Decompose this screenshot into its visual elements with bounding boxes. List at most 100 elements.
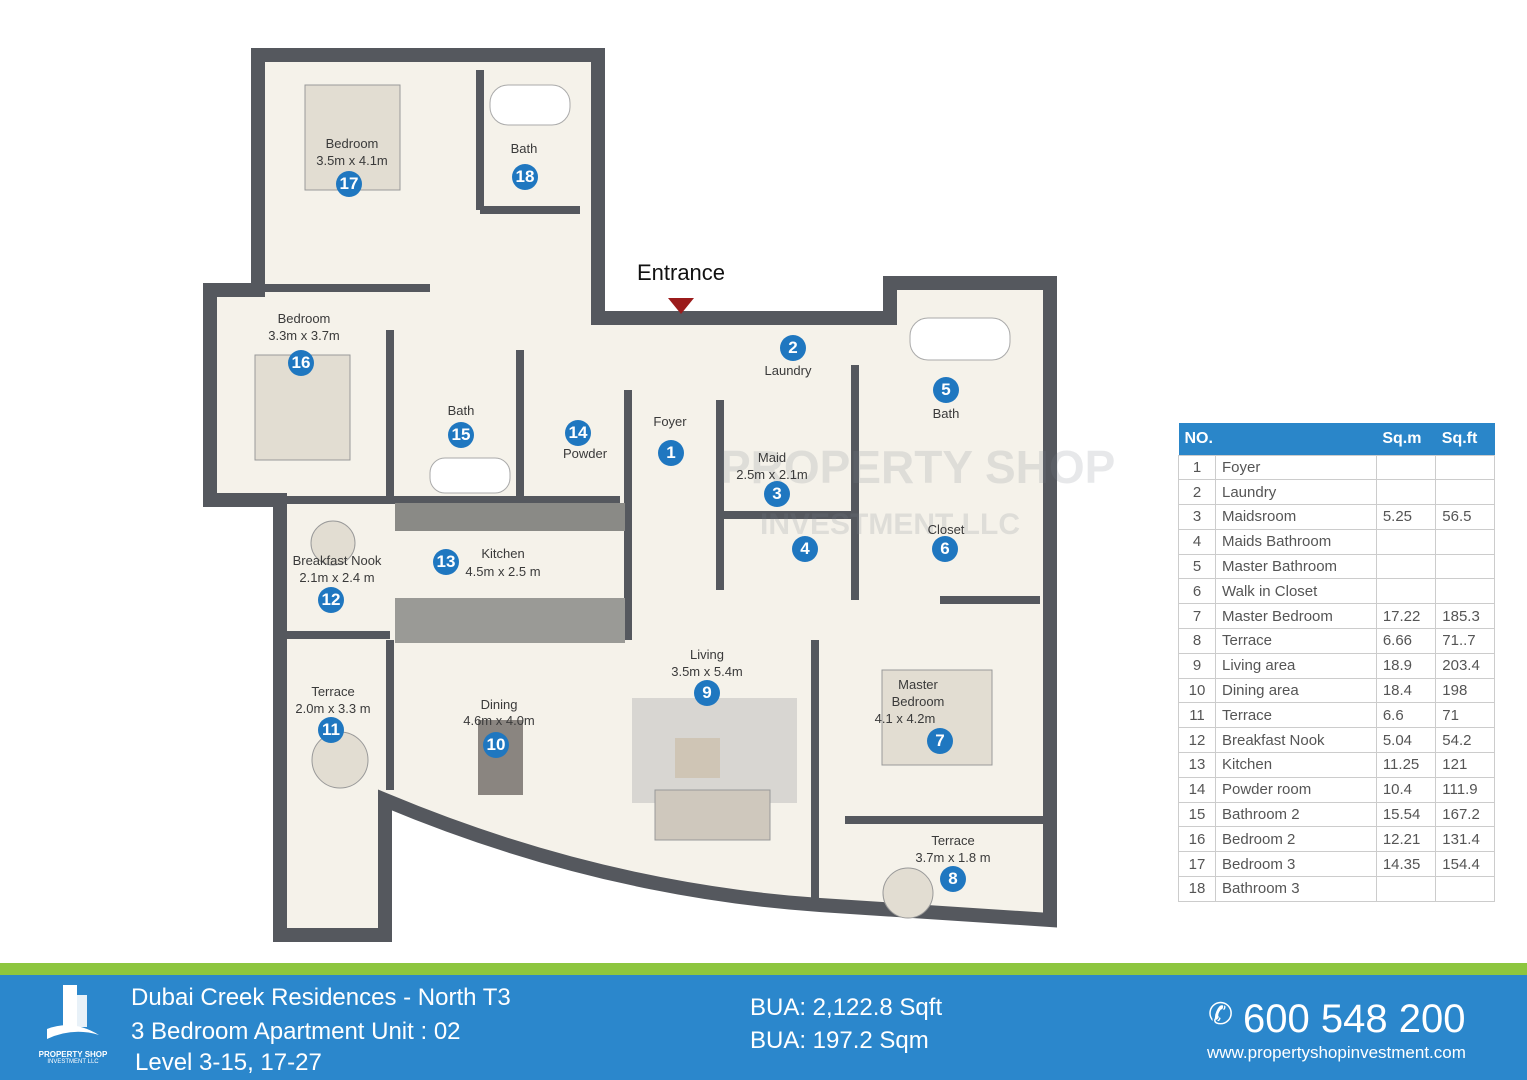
- room-marker: 4: [792, 536, 818, 562]
- row-number: 12: [1178, 727, 1216, 754]
- area-sqft: [1435, 578, 1495, 605]
- entrance-label: Entrance: [636, 260, 726, 285]
- row-number: 11: [1178, 702, 1216, 729]
- row-number: 3: [1178, 504, 1216, 530]
- area-sqm: 18.4: [1375, 677, 1437, 704]
- area-sqft: 131.4: [1435, 826, 1495, 853]
- phone-number[interactable]: 600 548 200: [1243, 997, 1466, 1041]
- phone-icon: ✆: [1208, 998, 1234, 1031]
- watermark-sub: INVESTMENT LLC: [760, 508, 1020, 541]
- area-sqm: 10.4: [1375, 776, 1437, 803]
- room-marker: 10: [483, 732, 509, 758]
- row-number: 2: [1178, 479, 1216, 506]
- area-sqft: 121: [1435, 752, 1495, 778]
- area-sqm: 12.21: [1375, 826, 1437, 853]
- entrance-arrow-icon: [668, 298, 694, 314]
- room-label: Closet: [927, 522, 965, 537]
- row-number: 16: [1178, 826, 1216, 853]
- row-number: 4: [1178, 528, 1216, 555]
- bua-sqm: BUA: 197.2 Sqm: [750, 1027, 929, 1054]
- area-sqft: [1435, 454, 1495, 481]
- row-number: 15: [1178, 801, 1216, 828]
- area-sqft: 56.5: [1435, 504, 1495, 530]
- header-sqft: Sq.ft: [1435, 423, 1495, 455]
- room-marker: 6: [932, 536, 958, 562]
- room-marker: 14: [565, 420, 591, 446]
- room-marker: 1: [658, 440, 684, 466]
- area-sqft: 167.2: [1435, 801, 1495, 828]
- area-sqft: [1435, 479, 1495, 506]
- area-sqm: [1375, 553, 1437, 580]
- area-sqft: [1435, 553, 1495, 580]
- level-info: Level 3-15, 17-27: [135, 1049, 322, 1076]
- room-name: Maidsroom: [1215, 504, 1377, 530]
- room-size: 4.1 x 4.2m: [874, 711, 936, 726]
- room-name: Kitchen: [1215, 752, 1377, 778]
- room-label: Breakfast Nook: [292, 553, 382, 568]
- row-number: 18: [1178, 876, 1216, 902]
- room-size: 4.6m x 4.0m: [463, 713, 535, 728]
- building-logo-icon: [47, 985, 99, 1039]
- area-sqm: [1375, 528, 1437, 555]
- bua-sqft: BUA: 2,122.8 Sqft: [750, 994, 943, 1021]
- room-name: Terrace: [1215, 628, 1377, 654]
- row-number: 17: [1178, 851, 1216, 878]
- room-name: Powder room: [1215, 776, 1377, 803]
- header-sqm: Sq.m: [1376, 423, 1436, 455]
- room-name: Bathroom 2: [1215, 801, 1377, 828]
- footer: PROPERTY SHOP INVESTMENT LLC Dubai Creek…: [0, 975, 1527, 1080]
- room-label: Powder: [562, 446, 608, 461]
- project-name: Dubai Creek Residences - North T3: [131, 984, 511, 1011]
- row-number: 10: [1178, 677, 1216, 704]
- room-label: Laundry: [764, 363, 812, 378]
- room-marker: 7: [927, 728, 953, 754]
- room-name: Terrace: [1215, 702, 1377, 729]
- floor-plan: [203, 48, 1057, 942]
- area-sqft: 71..7: [1435, 628, 1495, 654]
- room-label: Bedroom: [325, 136, 379, 151]
- row-number: 7: [1178, 603, 1216, 630]
- row-number: 1: [1178, 454, 1216, 481]
- room-label: Terrace: [931, 833, 975, 848]
- room-label: Bath: [932, 406, 960, 421]
- room-marker: 16: [288, 350, 314, 376]
- area-sqft: 54.2: [1435, 727, 1495, 754]
- area-sqm: 11.25: [1375, 752, 1437, 778]
- room-marker: 11: [318, 717, 344, 743]
- room-label: Bath: [447, 403, 475, 418]
- room-marker: 17: [336, 171, 362, 197]
- unit-info: 3 Bedroom Apartment Unit : 02: [131, 1018, 461, 1045]
- room-marker: 12: [318, 587, 344, 613]
- room-label: Bedroom: [891, 694, 945, 709]
- area-sqm: 15.54: [1375, 801, 1437, 828]
- room-label: Terrace: [311, 684, 355, 699]
- room-label: Kitchen: [481, 546, 525, 561]
- website-link[interactable]: www.propertyshopinvestment.com: [1207, 1043, 1466, 1062]
- area-sqft: [1435, 876, 1495, 902]
- room-size: 4.5m x 2.5 m: [465, 564, 541, 579]
- room-marker: 2: [780, 335, 806, 361]
- area-sqft: 71: [1435, 702, 1495, 729]
- area-sqm: 5.04: [1375, 727, 1437, 754]
- room-label: Bath: [510, 141, 538, 156]
- row-number: 8: [1178, 628, 1216, 654]
- room-name: Walk in Closet: [1215, 578, 1377, 605]
- room-marker: 15: [448, 422, 474, 448]
- room-size: 2.1m x 2.4 m: [299, 570, 375, 585]
- room-size: 2.5m x 2.1m: [736, 467, 808, 482]
- room-label: Dining: [480, 697, 518, 712]
- room-size: 2.0m x 3.3 m: [295, 701, 371, 716]
- area-sqm: [1375, 479, 1437, 506]
- room-label: Bedroom: [277, 311, 331, 326]
